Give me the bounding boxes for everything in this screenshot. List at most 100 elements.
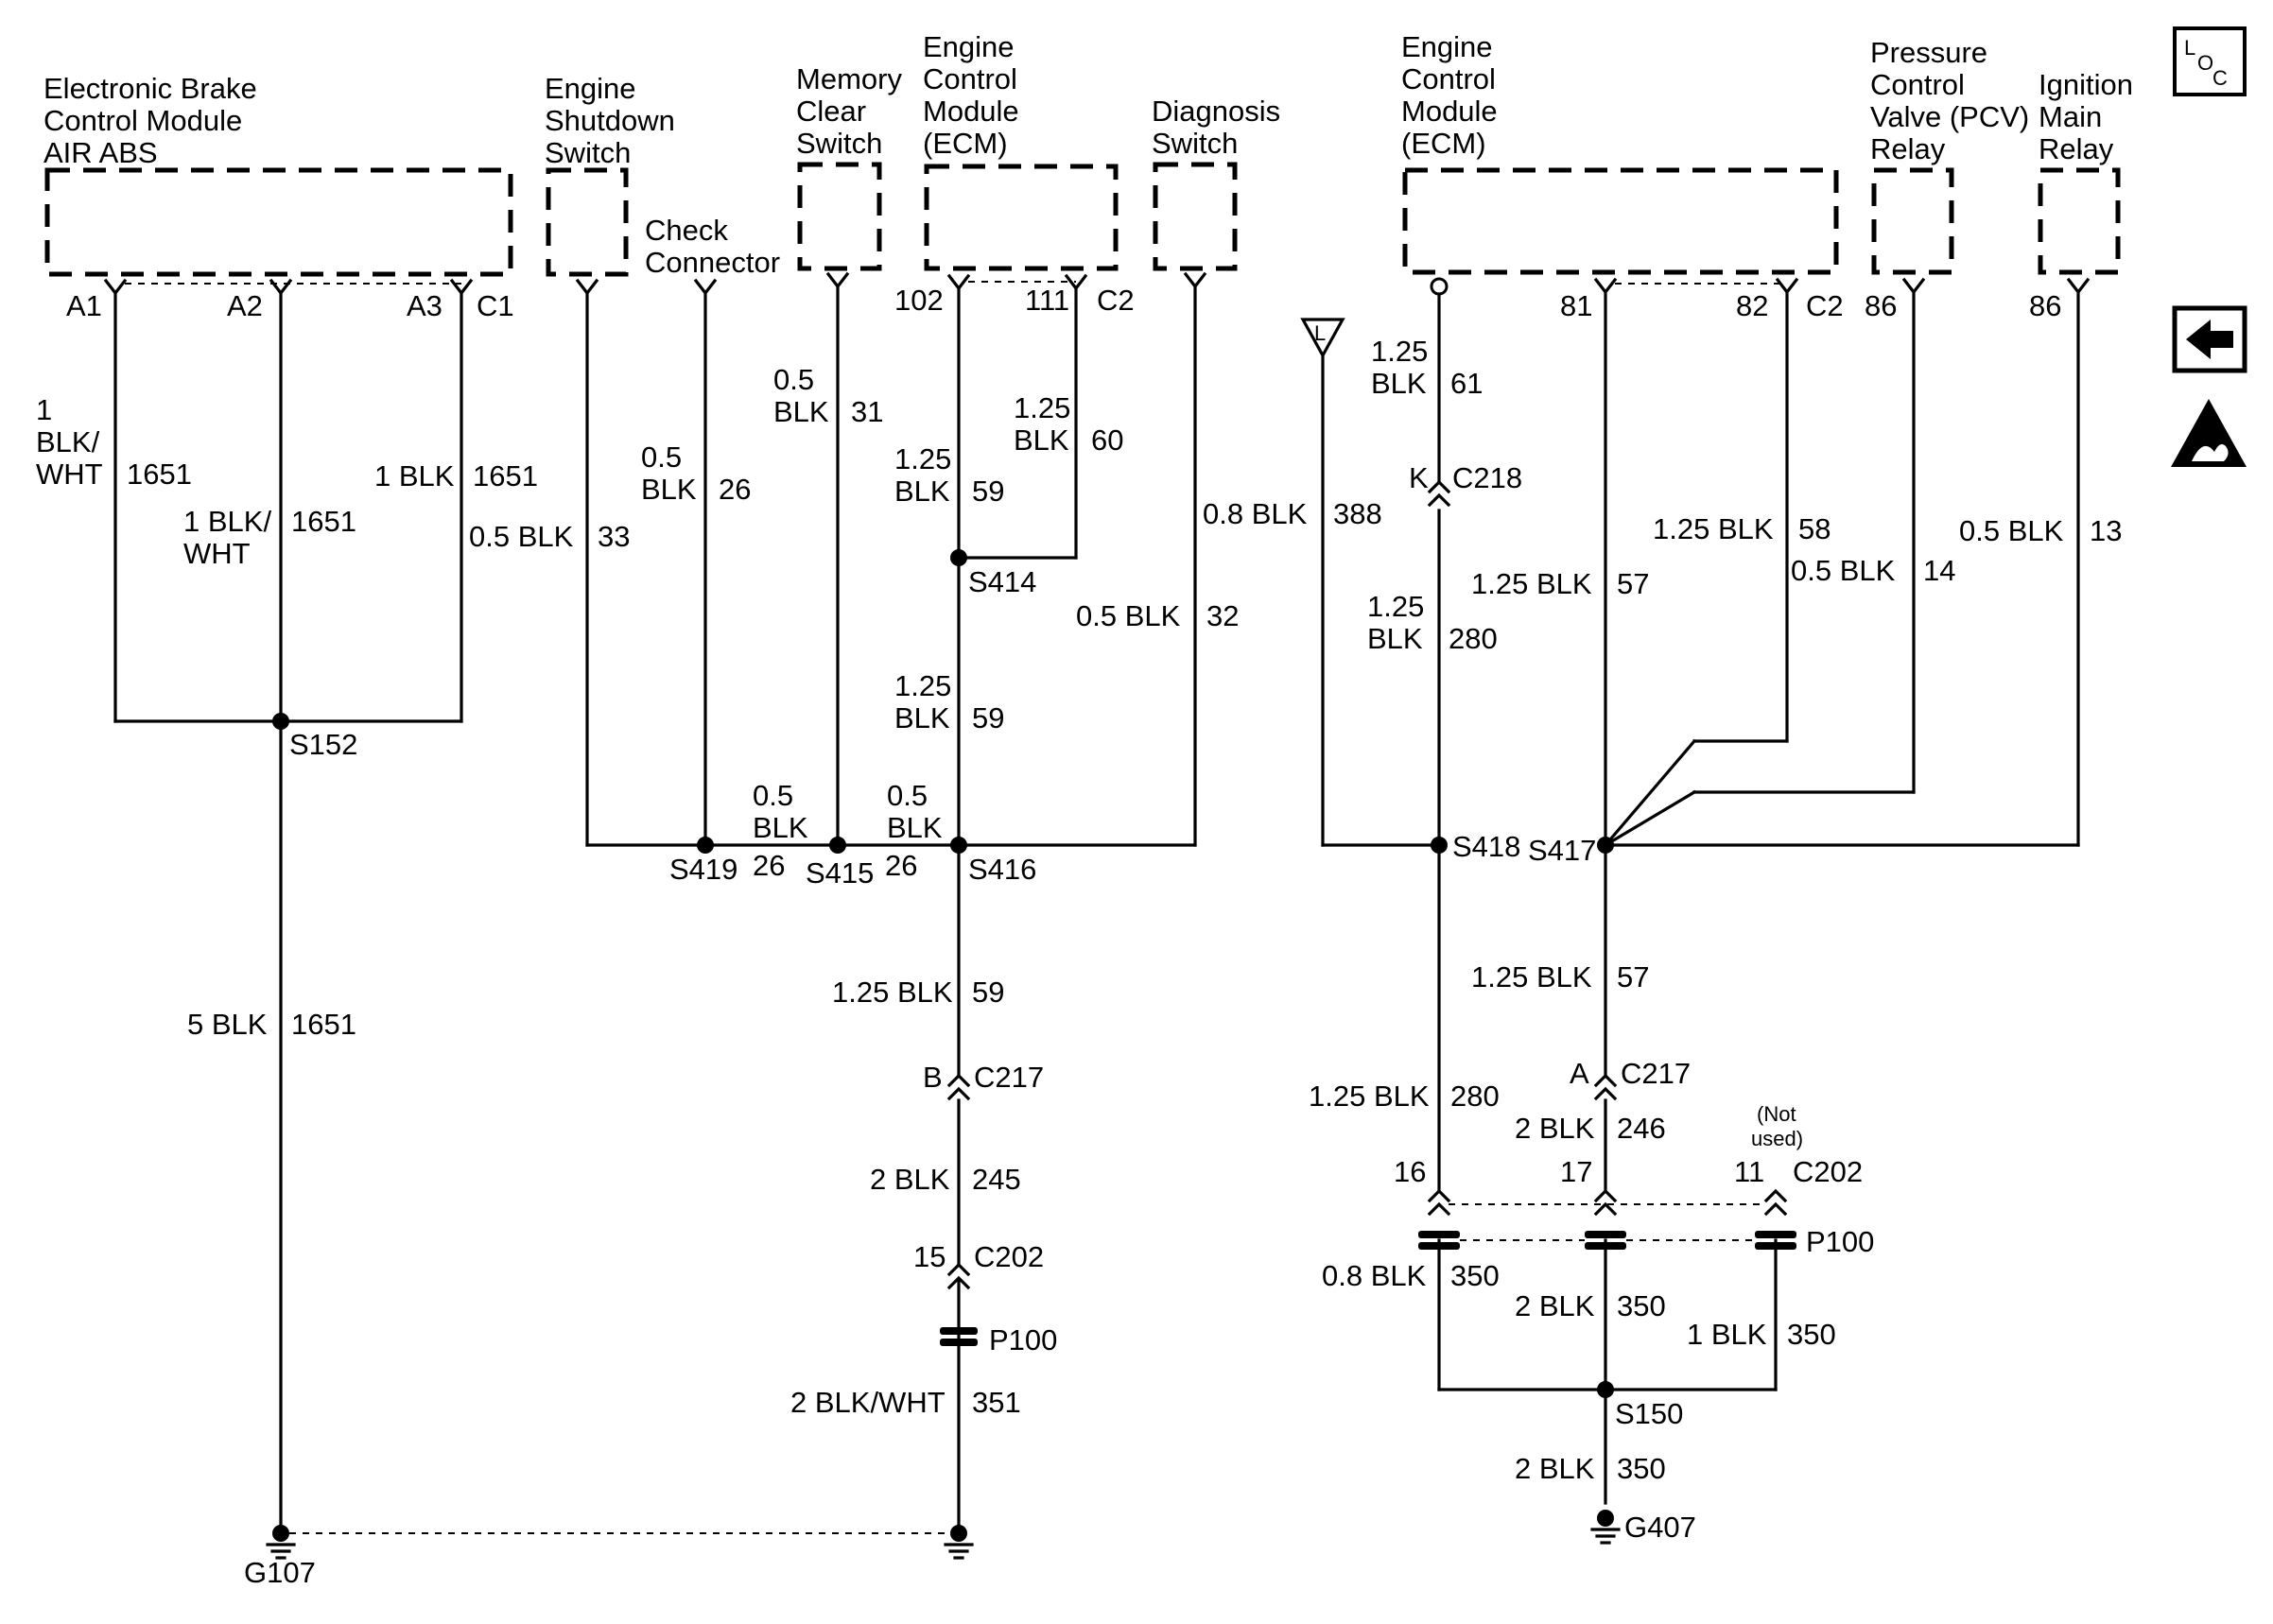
ignition-relay-label: Ignition Main Relay	[2039, 68, 2142, 165]
ecm-left-label: Engine Control Module (ECM)	[923, 30, 1027, 160]
wire-26b-circuit: 26	[753, 849, 785, 882]
wire-350a-size: 0.8 BLK	[1322, 1259, 1427, 1292]
indicator-letter: L	[1314, 321, 1326, 345]
ecm-left-box[interactable]	[924, 164, 1119, 271]
wire-13-circuit: 13	[2090, 514, 2122, 547]
splice-s416-dot	[950, 837, 967, 854]
wire-1651-a3-circuit: 1651	[473, 459, 538, 492]
ecm-right-box[interactable]	[1402, 167, 1839, 275]
splice-s417: S417	[1528, 834, 1596, 867]
wire-388-size: 0.8 BLK	[1203, 497, 1308, 530]
wire-32-circuit: 32	[1206, 599, 1239, 632]
wire-33-size: 0.5 BLK	[469, 520, 574, 553]
wire-61-size: 1.25 BLK	[1371, 335, 1436, 400]
wire-1651-a3-size: 1 BLK	[374, 459, 455, 492]
wire-246-size: 2 BLK	[1515, 1112, 1595, 1145]
ignition-relay-box[interactable]	[2038, 167, 2121, 275]
c202-cavity-17: 17	[1560, 1155, 1592, 1188]
wire-59a-size: 1.25 BLK	[894, 442, 960, 508]
splice-s415-dot	[829, 837, 846, 854]
wire-280a-size: 1.25 BLK	[1367, 590, 1432, 655]
splice-s417-dot	[1597, 837, 1614, 854]
pin-c1: C1	[477, 289, 514, 322]
splice-s414-dot	[950, 549, 967, 566]
back-arrow-icon[interactable]	[2172, 305, 2247, 373]
wire-31-size: 0.5 BLK	[773, 363, 829, 428]
wire-350d-circuit: 350	[1617, 1452, 1666, 1485]
c202-cavity-11: 11	[1734, 1155, 1764, 1188]
memory-switch-box[interactable]	[797, 162, 882, 271]
splice-s415: S415	[806, 856, 874, 890]
wire-1651-a2-size: 1 BLK/ WHT	[183, 505, 280, 570]
wire-59a-circuit: 59	[972, 475, 1004, 508]
not-used-note: (Not used)	[1751, 1102, 1803, 1150]
wire-14-circuit: 14	[1923, 554, 1955, 587]
wire-59c-circuit: 59	[972, 976, 1004, 1009]
wire-350b-circuit: 350	[1617, 1289, 1666, 1322]
wire-350b-size: 2 BLK	[1515, 1289, 1595, 1322]
splice-s418-dot	[1431, 837, 1448, 854]
wire-246-circuit: 246	[1617, 1112, 1666, 1145]
ground-g407-symbol	[1590, 1510, 1621, 1545]
p100-right: P100	[1806, 1225, 1874, 1258]
c218: C218	[1452, 461, 1522, 494]
shutdown-switch-label: Engine Shutdown Switch	[545, 72, 684, 169]
ground-g107-symbol	[266, 1525, 296, 1560]
wire-350d-size: 2 BLK	[1515, 1452, 1595, 1485]
c217-right-cavity: A	[1570, 1057, 1589, 1090]
wire-59b-circuit: 59	[972, 701, 1004, 734]
wire-1651-a1-circuit: 1651	[127, 458, 192, 491]
wire-61-circuit: 61	[1450, 367, 1483, 400]
pin-c2-left: C2	[1097, 284, 1135, 317]
wire-32-size: 0.5 BLK	[1076, 599, 1181, 632]
component-locator-icon[interactable]: L O C	[2173, 26, 2247, 96]
pin-a2: A2	[227, 289, 263, 322]
p100-right-symbol	[1418, 1231, 1796, 1250]
pcv-relay-box[interactable]	[1871, 167, 1954, 275]
locator-letter-o: O	[2197, 51, 2213, 75]
c202-left: C202	[974, 1240, 1044, 1273]
wire-57b-size: 1.25 BLK	[1471, 960, 1592, 993]
splice-s152: S152	[289, 728, 357, 761]
diagnosis-switch-box[interactable]	[1153, 162, 1238, 271]
wire-58-size: 1.25 BLK	[1653, 512, 1774, 545]
wire-351-size: 2 BLK/WHT	[790, 1386, 946, 1419]
wire-26b-size: 0.5 BLK	[753, 779, 808, 844]
wire-59b-size: 1.25 BLK	[894, 669, 960, 734]
wire-1651-main-size: 5 BLK	[187, 1008, 268, 1041]
wire-350c-size: 1 BLK	[1687, 1318, 1767, 1351]
shutdown-switch-box[interactable]	[546, 167, 629, 277]
pin-102: 102	[894, 284, 944, 317]
ground-left-ecm-symbol	[944, 1525, 974, 1560]
wire-245-circuit: 245	[972, 1163, 1021, 1196]
wire-350c-circuit: 350	[1787, 1318, 1836, 1351]
pin-86-pcv: 86	[1865, 289, 1897, 322]
wire-351-circuit: 351	[972, 1386, 1021, 1419]
c217-left: C217	[974, 1061, 1044, 1094]
splice-s150: S150	[1615, 1397, 1683, 1430]
memory-switch-label: Memory Clear Switch	[796, 62, 911, 160]
wire-57a-size: 1.25 BLK	[1471, 567, 1592, 600]
locator-letter-c: C	[2212, 66, 2228, 90]
component-boxes	[44, 162, 2121, 277]
ecm-pin-open-terminal	[1430, 277, 1449, 296]
pcv-relay-label: Pressure Control Valve (PCV) Relay	[1870, 36, 2038, 165]
wire-26c-circuit: 26	[885, 849, 917, 882]
wire-60-circuit: 60	[1091, 423, 1123, 457]
pin-111: 111	[1025, 284, 1069, 317]
p100-left-symbol	[940, 1327, 978, 1346]
wire-58-circuit: 58	[1798, 512, 1831, 545]
wire-57a-circuit: 57	[1617, 567, 1649, 600]
wire-350a-circuit: 350	[1450, 1259, 1500, 1292]
left-wires	[113, 285, 1197, 1535]
wire-14-size: 0.5 BLK	[1791, 554, 1896, 587]
wire-60-size: 1.25 BLK	[1014, 391, 1079, 457]
wire-1651-main-circuit: 1651	[291, 1008, 356, 1041]
diagnosis-switch-label: Diagnosis Switch	[1152, 95, 1289, 160]
ebcm-box[interactable]	[44, 167, 513, 277]
splice-s418: S418	[1452, 830, 1520, 863]
splice-s419: S419	[669, 853, 737, 886]
ecm-right-label: Engine Control Module (ECM)	[1401, 30, 1505, 160]
wire-26c-size: 0.5 BLK	[887, 779, 943, 844]
